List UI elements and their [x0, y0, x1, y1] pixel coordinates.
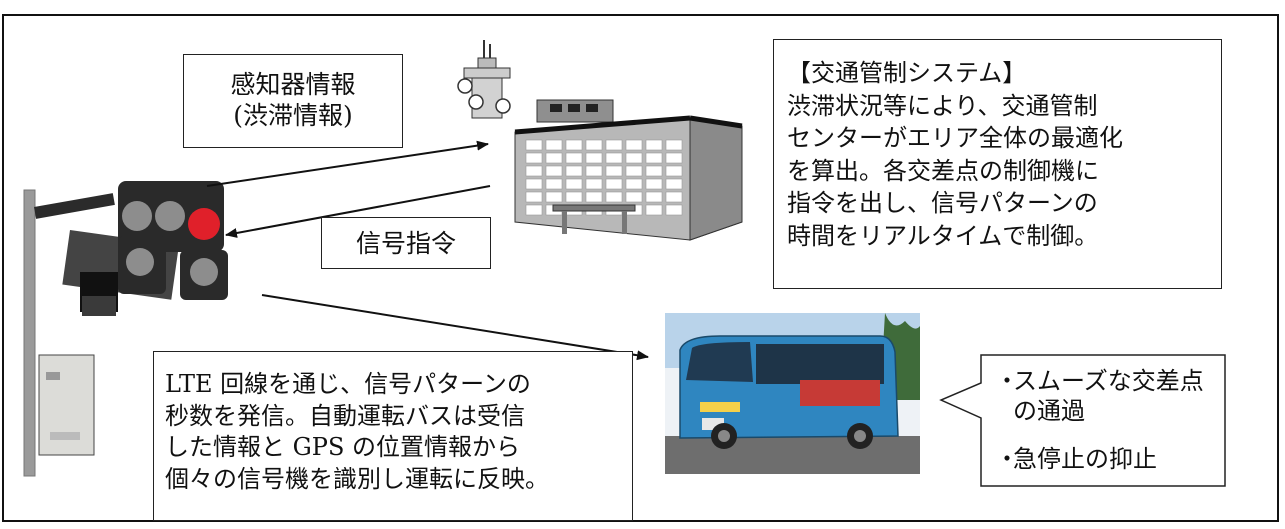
system-text-line: 渋滞状況等により、交通管制	[787, 91, 1098, 120]
signal-lamp-red	[188, 208, 220, 240]
building-window	[585, 152, 603, 164]
building-window	[625, 191, 643, 203]
building-window	[565, 178, 583, 190]
building-window	[525, 165, 543, 177]
control-center-building-icon	[457, 40, 743, 241]
system-title: 【交通管制システム】	[787, 59, 1027, 87]
building-window	[665, 165, 683, 177]
lte-text-line: 秒数を発信。自動運転バスは受信	[165, 401, 525, 430]
building-window	[545, 139, 563, 151]
building-window	[665, 152, 683, 164]
benefit-text: の通過	[1013, 397, 1085, 425]
lte-text-line: 個々の信号機を識別し運転に反映。	[165, 464, 549, 493]
building-window	[645, 178, 663, 190]
benefits-callout-bubble	[939, 354, 1226, 487]
building-window	[605, 139, 623, 151]
benefit-item: ・急停止の抑止	[995, 444, 1157, 474]
building-window	[625, 165, 643, 177]
building-window	[565, 191, 583, 203]
system-text-line: を算出。各交差点の制御機に	[787, 156, 1099, 185]
benefits-list: ・スムーズな交差点 の通過 ・急停止の抑止	[975, 356, 1223, 486]
benefit-text: 急停止の抑止	[1013, 445, 1157, 473]
building-window	[585, 165, 603, 177]
building-window	[565, 165, 583, 177]
signal-command-label: 信号指令	[321, 217, 491, 269]
system-text-line: 指令を出し、信号パターンの	[787, 189, 1098, 217]
system-text-line: センターがエリア全体の最適化	[787, 124, 1123, 152]
building-window	[525, 191, 543, 203]
building-window	[545, 191, 563, 203]
benefit-item: ・スムーズな交差点	[995, 366, 1204, 396]
building-window	[665, 139, 683, 151]
building-window	[645, 152, 663, 164]
building-window	[605, 178, 623, 190]
building-window	[645, 191, 663, 203]
sensor-info-label: 感知器情報 (渋滞情報)	[183, 54, 403, 148]
building-window	[665, 204, 683, 216]
signal-lamp-2	[155, 201, 185, 231]
building-window	[665, 191, 683, 203]
building-window	[565, 139, 583, 151]
building-window	[525, 204, 543, 216]
autonomous-bus-icon	[665, 313, 920, 474]
bullet-marker: ・	[995, 445, 1019, 473]
building-window	[645, 165, 663, 177]
sensor-info-line: (渋滞情報)	[233, 101, 353, 130]
building-window	[525, 178, 543, 190]
traffic-signal-icon	[23, 181, 228, 477]
signal-lamp-1	[122, 201, 152, 231]
building-window	[605, 191, 623, 203]
building-window	[545, 178, 563, 190]
traffic-control-system-box: 【交通管制システム】 渋滞状況等により、交通管制 センターがエリア全体の最適化 …	[773, 39, 1222, 289]
building-window	[605, 152, 623, 164]
building-window	[645, 139, 663, 151]
arrow-to-traffic-signal	[225, 185, 491, 238]
building-window	[565, 152, 583, 164]
benefit-item-continued: の通過	[1013, 396, 1085, 426]
arrow-to-bus	[261, 294, 649, 361]
lte-text-line: LTE 回線を通じ、信号パターンの	[165, 370, 531, 398]
building-window	[585, 178, 603, 190]
lte-broadcast-note: LTE 回線を通じ、信号パターンの 秒数を発信。自動運転バスは受信 した情報と …	[153, 351, 633, 521]
lte-text-line: した情報と GPS の位置情報から	[165, 433, 521, 461]
building-window	[525, 139, 543, 151]
diagram-frame	[2, 14, 1279, 522]
building-window	[545, 152, 563, 164]
building-window	[585, 191, 603, 203]
building-window	[605, 165, 623, 177]
sensor-info-line: 感知器情報	[230, 70, 356, 99]
bullet-marker: ・	[995, 367, 1019, 395]
building-window	[625, 178, 643, 190]
building-window	[625, 139, 643, 151]
building-window	[525, 152, 543, 164]
building-window	[545, 165, 563, 177]
arrow-to-control-center	[206, 140, 489, 187]
building-window	[625, 152, 643, 164]
system-text-line: 時間をリアルタイムで制御。	[787, 221, 1099, 250]
building-window	[585, 139, 603, 151]
building-window	[665, 178, 683, 190]
building-window	[645, 204, 663, 216]
benefit-text: スムーズな交差点	[1013, 367, 1204, 395]
